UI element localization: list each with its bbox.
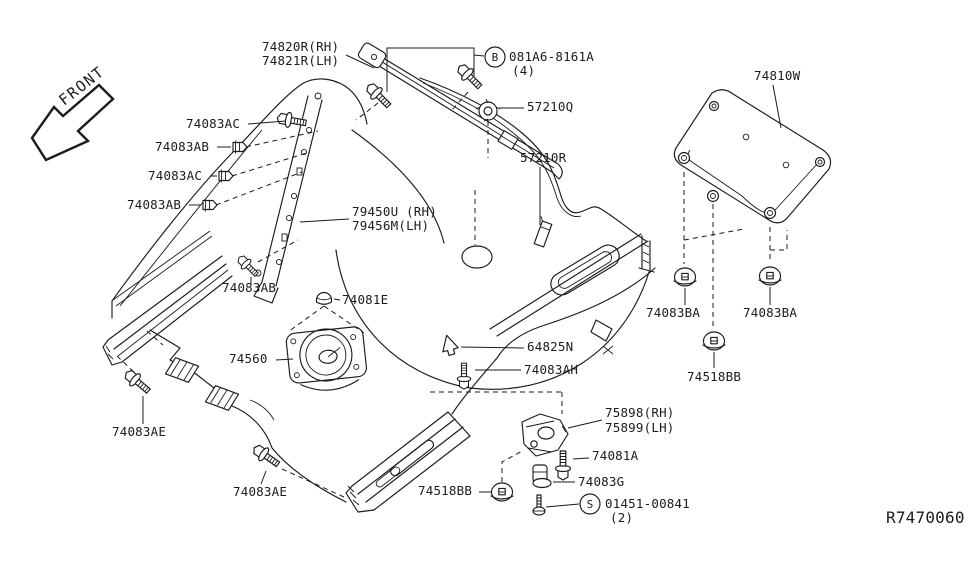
front-direction-indicator: FRONT [30,63,115,162]
part-label-74083ab-3: 74083AB [222,280,276,295]
part-label-74560: 74560 [229,351,268,366]
part-label-01451: 01451-00841 [605,496,690,511]
part-label-081a6: 081A6-8161A [509,49,594,64]
part-label-74083g: 74083G [578,474,624,489]
clip-icon-74083g [532,464,552,489]
bolt-icon-74083ac-1 [275,109,308,131]
part-label-01451-qty: (2) [610,510,633,525]
parcel-shelf-bar [357,42,563,180]
part-label-74081a: 74081A [592,448,639,463]
part-label-64825n: 64825N [527,339,573,354]
part-label-74083ac-1: 74083AC [186,116,240,131]
bolt-symbol-circle-b [484,46,506,68]
part-label-57210q: 57210Q [527,99,573,114]
luggage-cover-panel-74810w [673,89,832,224]
clip-icon-74083ab-2 [202,197,218,213]
bolt-icon-74083ae-left [120,366,154,398]
part-label-081a6-qty: (4) [512,63,535,78]
part-label-74083ba-right: 74083BA [743,305,797,320]
bolt-icon-74081a [554,450,572,481]
part-label-79450u: 79450U (RH) [352,204,437,219]
part-label-74518bb-right: 74518BB [687,369,741,384]
part-label-74083ac-2: 74083AC [148,168,202,183]
part-label-74083ae-left: 74083AE [112,424,166,439]
part-label-74083ae-bottom: 74083AE [233,484,287,499]
part-label-74820r: 74820R(RH) [262,39,339,54]
part-label-74083ba-left: 74083BA [646,305,700,320]
grommet-icon-74518bb-right [702,331,726,351]
bolt-icon-74083ae-bottom [249,440,283,472]
grommet-icon-74083ba-left [673,267,697,287]
part-label-74821r: 74821R(LH) [262,53,339,68]
spare-wheel-clamp-74560 [285,326,367,391]
seat-belt-anchor-cable [419,77,655,273]
part-label-57210r: 57210R [520,150,567,165]
bolt-icon-b1 [362,79,395,112]
front-arrow-icon [30,83,115,162]
grommet-icon-74518bb-left [490,482,514,502]
cap-icon-74081e [315,291,333,305]
bolt-icon-74083ah [456,362,472,390]
grommet-icon-57210q [475,98,501,122]
screw-icon-01451 [532,494,546,516]
bolt-symbol-b: B [492,51,499,64]
part-label-75899: 75899(LH) [605,420,675,435]
part-label-74083ab-1: 74083AB [155,139,209,154]
clip-icon-74083ac-2 [218,168,234,184]
clip-icon-74083ab-1 [232,139,248,155]
bolt-icon-b2 [453,60,486,93]
leader-lines [142,47,782,508]
floor-pan [102,190,656,513]
belt-anchor-57210r [533,216,553,248]
screw-symbol-circle-s [579,493,601,515]
part-label-74083ab-2: 74083AB [127,197,181,212]
part-label-74518bb-left: 74518BB [418,483,472,498]
part-label-75898: 75898(RH) [605,405,675,420]
part-label-74810w: 74810W [754,68,801,83]
grommet-icon-74083ba-right [758,266,782,286]
bolt-icon-74083ab-3 [234,252,262,280]
part-label-74081e: 74081E [342,292,388,307]
drawing-number: R7470060 [886,508,965,527]
screw-symbol-s: S [587,498,594,511]
clip-icon-64825n [442,334,459,356]
part-label-74083ah: 74083AH [524,362,578,377]
rear-finisher-panel [111,78,445,319]
part-callouts: 74820R(RH) 74821R(LH) B 081A6-8161A (4) … [112,39,965,527]
part-label-79456m: 79456M(LH) [352,218,429,233]
support-bracket-75898 [521,413,569,457]
